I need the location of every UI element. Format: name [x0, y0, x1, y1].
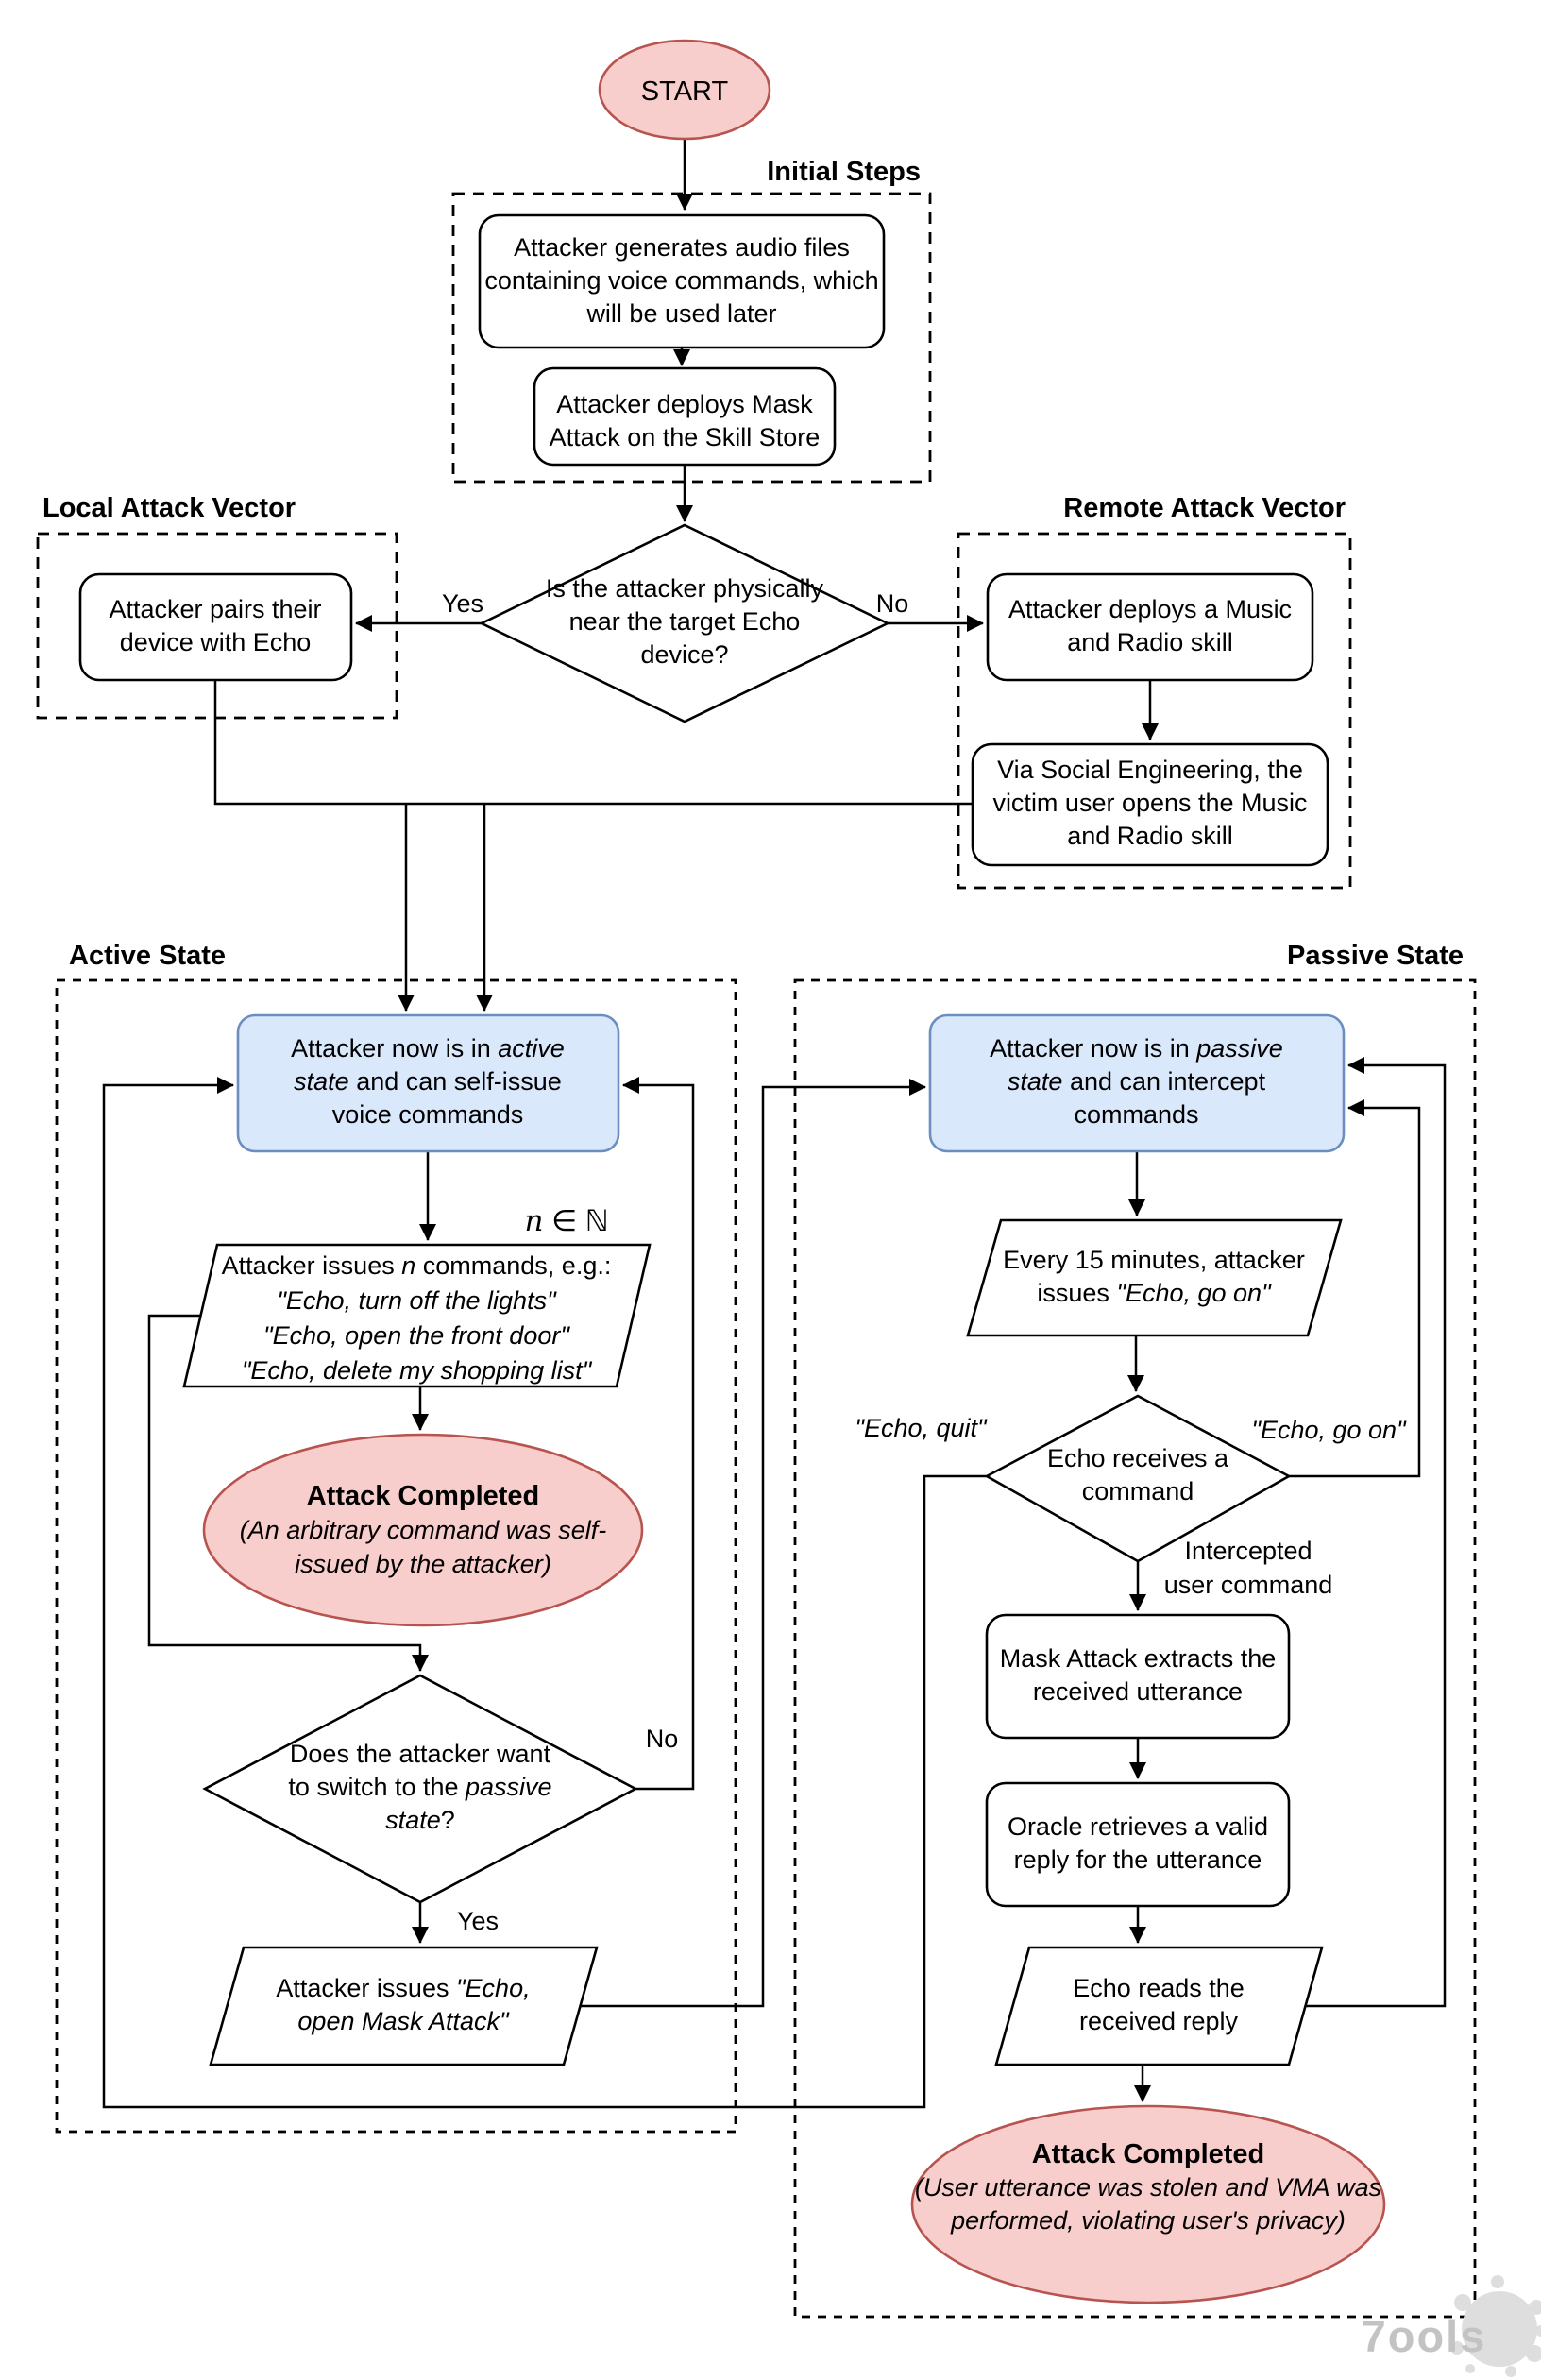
active-state-text-pre: Attacker now is in	[291, 1034, 499, 1062]
open-mask-attack-label: Attacker issues "Echo, open Mask Attack"	[276, 1974, 531, 2035]
active-state-label: Attacker now is in active state and can …	[272, 1032, 584, 1131]
pair-device-label: Attacker pairs their device with Echo	[109, 595, 322, 656]
echo-receives-decision-node	[984, 1394, 1292, 1563]
deploy-mask-label: Attacker deploys Mask Attack on the Skil…	[549, 390, 821, 451]
section-active-state: Active State	[69, 941, 227, 971]
echo-reads-node	[994, 1946, 1324, 2066]
element-of-symbol: ∈	[543, 1204, 585, 1237]
generate-audio-label: Attacker generates audio files containin…	[484, 233, 879, 328]
attack-completed-passive-detail: (User utterance was stolen and VMA was p…	[914, 2173, 1382, 2235]
edge-reads-loop-to-passive	[1295, 1057, 1447, 2008]
edge-switch-no-loop	[622, 1077, 695, 1791]
naturals-symbol: ℕ	[584, 1204, 609, 1238]
deploy-music-label: Attacker deploys a Music and Radio skill	[1008, 595, 1293, 656]
deploy-mask-node	[533, 366, 837, 467]
passive-state-node	[928, 1013, 1346, 1153]
section-local-attack-vector: Local Attack Vector	[42, 493, 296, 523]
issue-commands-line2: "Echo, turn off the lights"	[277, 1286, 556, 1315]
section-remote-attack-vector: Remote Attack Vector	[1063, 493, 1346, 523]
attack-completed-active-label: Attack Completed (An arbitrary command w…	[215, 1479, 631, 1581]
attack-completed-active-title: Attack Completed	[306, 1481, 540, 1511]
every-15-minutes-label: Every 15 minutes, attacker issues "Echo,…	[1003, 1246, 1305, 1307]
passive-state-text-em: passive state	[1007, 1034, 1283, 1096]
near-echo-question-label: Is the attacker physically near the targ…	[545, 574, 824, 669]
edge-label-echo-go-on: "Echo, go on"	[1251, 1416, 1406, 1444]
every-15-minutes-node	[966, 1218, 1343, 1337]
edge-label-echo-quit: "Echo, quit"	[855, 1414, 987, 1442]
edge-openmask-to-passive	[581, 1079, 926, 2008]
edge-label-yes-switch: Yes	[456, 1907, 500, 1935]
remote-attack-vector-container	[957, 532, 1352, 890]
active-state-text-post: and can self-issue voice commands	[331, 1067, 562, 1129]
local-attack-vector-container	[36, 532, 398, 720]
generate-audio-node	[478, 213, 886, 349]
passive-state-text-pre: Attacker now is in	[990, 1034, 1197, 1062]
edge-join-horizontal	[213, 680, 973, 806]
open-mask-attack-node	[209, 1946, 599, 2066]
mask-extracts-node	[985, 1613, 1291, 1740]
start-label: START	[640, 76, 729, 107]
echo-receives-label: Echo receives a command	[1046, 1444, 1229, 1505]
edge-goon-loop-to-passive	[1289, 1099, 1421, 1478]
issue-commands-node	[182, 1243, 652, 1388]
social-engineering-node	[971, 742, 1329, 867]
attack-completed-passive-label: Attack Completed (User utterance was sto…	[912, 2138, 1384, 2237]
edge-label-no-switch: No	[645, 1725, 679, 1753]
pair-device-node	[78, 572, 353, 682]
attack-completed-active-node	[202, 1433, 644, 1627]
section-initial-steps: Initial Steps	[767, 157, 921, 187]
edge-label-intercepted: Intercepted user command	[1163, 1537, 1333, 1599]
mask-extracts-label: Mask Attack extracts the received uttera…	[999, 1644, 1277, 1706]
issue-commands-line3: "Echo, open the front door"	[263, 1321, 569, 1350]
deploy-music-node	[986, 572, 1314, 682]
n-variable: n	[524, 1204, 544, 1238]
watermark-splat-icon	[1450, 2275, 1541, 2377]
near-echo-decision-node	[479, 523, 890, 723]
switch-decision-node	[202, 1674, 638, 1904]
issue-commands-line4: "Echo, delete my shopping list"	[241, 1356, 592, 1385]
section-passive-state: Passive State	[1286, 941, 1464, 971]
start-node	[598, 39, 771, 141]
edge-commands-loop-to-switch	[147, 1314, 429, 1672]
attack-completed-active-detail: (An arbitrary command was self-issued by…	[239, 1516, 607, 1578]
oracle-retrieves-node	[985, 1781, 1291, 1908]
active-state-text-em: active state	[294, 1034, 565, 1096]
passive-state-container	[793, 978, 1477, 2319]
echo-reads-label: Echo reads the received reply	[1073, 1974, 1245, 2035]
edge-label-no: No	[875, 589, 909, 618]
passive-state-text-post: and can intercept commands	[1062, 1067, 1266, 1129]
passive-state-label: Attacker now is in passive state and can…	[978, 1032, 1295, 1131]
attack-completed-passive-node	[910, 2104, 1386, 2304]
switch-question-label: Does the attacker want to switch to the …	[288, 1740, 552, 1834]
attack-completed-passive-title: Attack Completed	[1031, 2139, 1265, 2169]
issue-commands-line1: Attacker issues n commands, e.g.:	[221, 1251, 612, 1280]
watermark: 7ools	[1361, 2311, 1487, 2361]
active-state-node	[236, 1013, 620, 1153]
edge-quit-loop-to-active	[102, 1077, 987, 2109]
active-state-container	[55, 978, 737, 2134]
n-in-naturals-label: n ∈ ℕ	[491, 1204, 642, 1238]
oracle-retrieves-label: Oracle retrieves a valid reply for the u…	[1007, 1812, 1269, 1874]
issue-commands-label: Attacker issues n commands, e.g.: "Echo,…	[199, 1249, 634, 1388]
edge-label-yes: Yes	[441, 589, 484, 618]
social-engineering-label: Via Social Engineering, the victim user …	[992, 756, 1308, 850]
